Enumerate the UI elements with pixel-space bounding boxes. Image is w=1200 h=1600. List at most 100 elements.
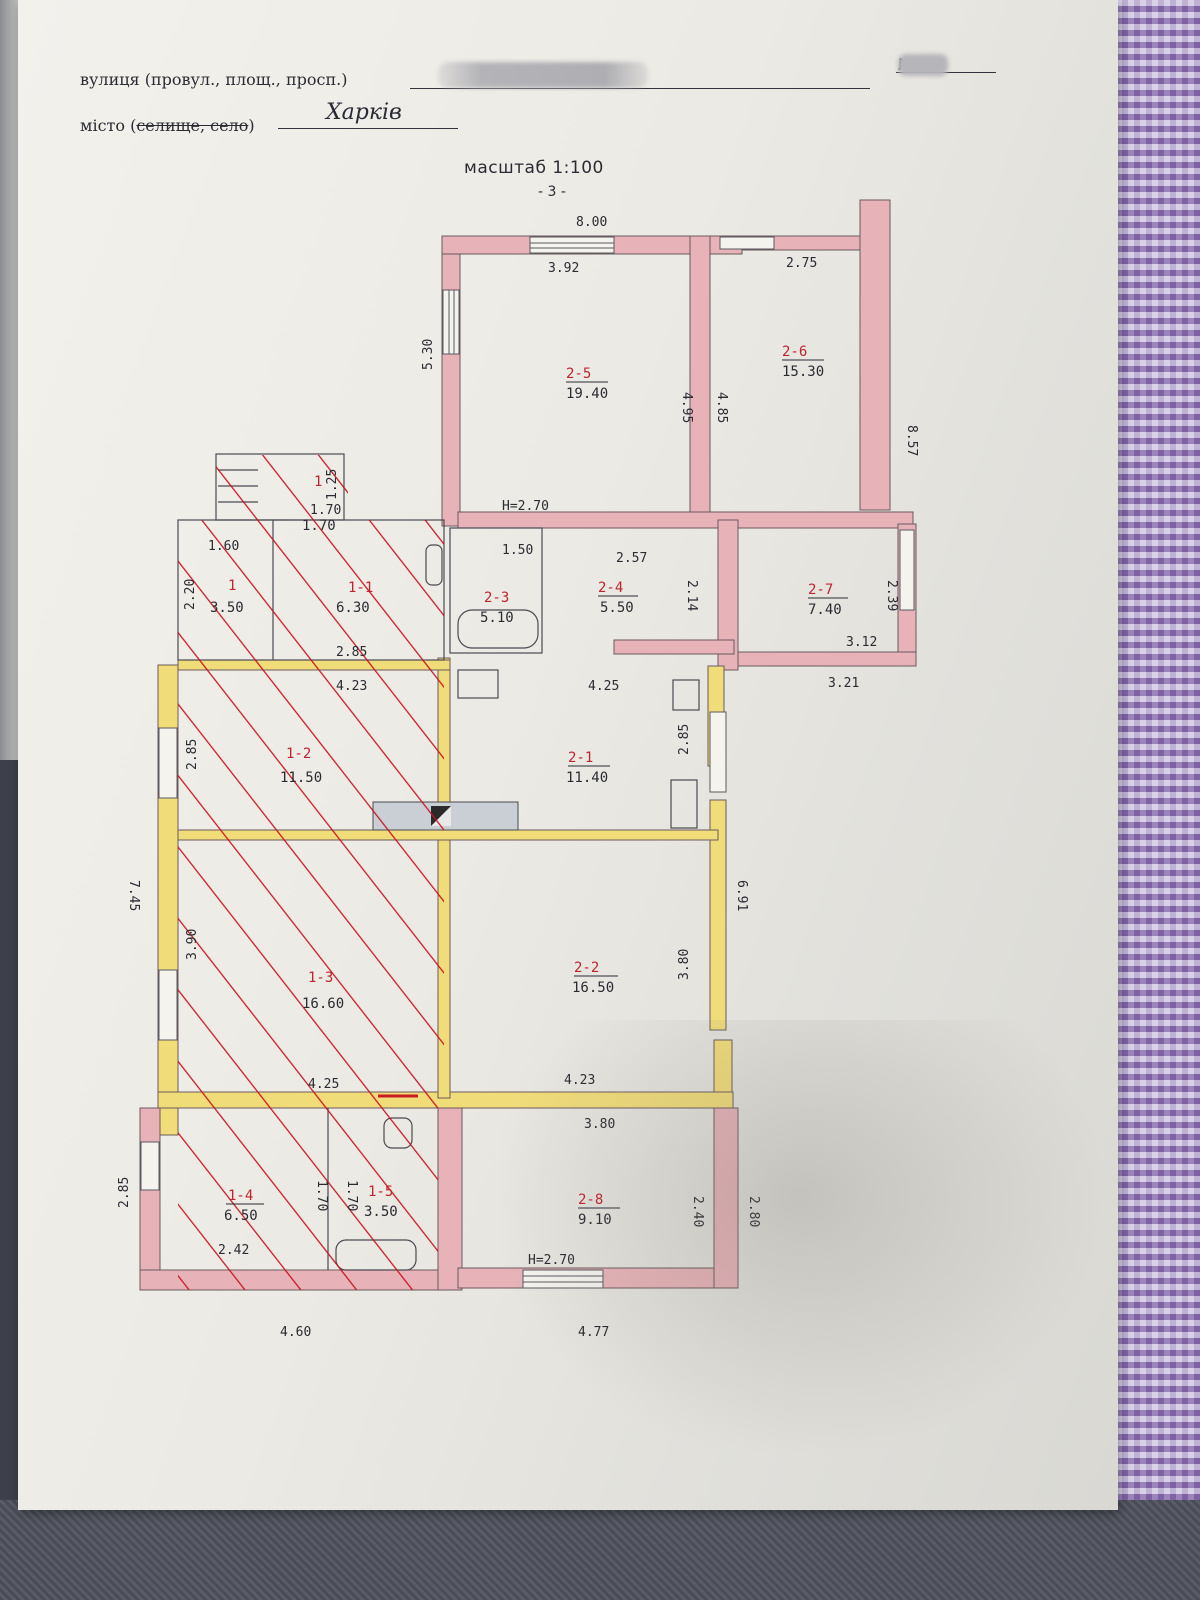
dim-top-total: 8.00 (576, 215, 607, 230)
svg-text:3.50: 3.50 (210, 600, 244, 616)
city-line (278, 128, 458, 129)
wall-lower-left (139, 1107, 161, 1289)
dim-r23-w: 1.50 (502, 543, 533, 558)
scale-label: масштаб 1:100 (464, 158, 604, 178)
wall-upper-bottom (457, 511, 914, 529)
street-label: вулиця (провул., площ., просп.) (80, 70, 348, 89)
floor-plan: 8.00 3.92 2.75 5.30 4.95 4.85 8.57 H=2.7… (117, 199, 919, 1340)
hatched-area (178, 455, 444, 1290)
svg-text:1-1: 1-1 (348, 580, 373, 596)
wall-upper-mid (689, 235, 711, 523)
wall-r24-r27 (717, 519, 739, 671)
room-2-2: 2-2 16.50 (572, 960, 618, 996)
dim-left-upper: 5.30 (421, 339, 436, 370)
svg-text:2-1: 2-1 (568, 750, 593, 766)
dim-r12-w: 4.23 (336, 679, 367, 694)
wall-right-yellow-b (709, 799, 727, 1031)
svg-text:1: 1 (314, 474, 322, 490)
city-label-end: ) (248, 116, 255, 135)
city-label-start: місто ( (80, 116, 137, 135)
city-value: Харків (326, 100, 402, 125)
svg-text:6.50: 6.50 (224, 1208, 258, 1224)
svg-text:2-6: 2-6 (782, 344, 807, 360)
street-line (410, 88, 870, 89)
window-r26 (719, 236, 775, 250)
window-r13 (158, 969, 178, 1041)
dim-r21-h: 2.85 (677, 724, 692, 755)
dim-right-bottom: 2.80 (746, 1196, 761, 1227)
wall-upper-left (441, 235, 461, 527)
wall-lower-right (713, 1107, 739, 1289)
dim-right-mid: 6.91 (734, 880, 749, 911)
dim-r24-w: 2.57 (616, 551, 647, 566)
dim-r25-height: 4.95 (679, 392, 694, 423)
dim-r28-w: 3.80 (584, 1117, 615, 1132)
radiator-icon (457, 669, 499, 699)
windows-lower (140, 711, 727, 1289)
dim-porch-w: 1.60 (208, 539, 239, 554)
svg-text:15.30: 15.30 (782, 364, 824, 380)
dim-ceiling-bottom: H=2.70 (528, 1253, 575, 1268)
city-label: місто (селище, село) (80, 116, 255, 135)
room-1-3: 1-3 16.60 (302, 970, 344, 1012)
dim-r24-h: 2.14 (684, 580, 699, 611)
dim-r14-side: 1.70 (314, 1180, 329, 1211)
room-2-6: 2-6 15.30 (782, 344, 824, 380)
svg-text:16.60: 16.60 (302, 996, 344, 1012)
room-1-2: 1-2 11.50 (280, 746, 322, 786)
svg-text:2-3: 2-3 (484, 590, 509, 606)
room-2-5: 2-5 19.40 (566, 366, 608, 402)
svg-text:11.40: 11.40 (566, 770, 608, 786)
dim-r25-width: 3.92 (548, 261, 579, 276)
wall-r27-bottom (737, 651, 917, 667)
svg-text:2-4: 2-4 (598, 580, 623, 596)
dim-r22-w: 4.23 (564, 1073, 595, 1088)
room-1-1: 1-1 6.30 (336, 580, 373, 616)
dim-r12-h: 2.85 (185, 739, 200, 770)
svg-text:2-7: 2-7 (808, 582, 833, 598)
room-1-porch: 1 3.50 (210, 578, 244, 616)
cooker-icon (670, 779, 698, 829)
bathtub-icon (457, 609, 539, 649)
dim-r27-w: 3.12 (846, 635, 877, 650)
window-r21 (709, 711, 727, 793)
svg-text:2-8: 2-8 (578, 1192, 603, 1208)
dim-left-total: 7.45 (126, 880, 141, 911)
wall-r24-bottom (613, 639, 735, 655)
svg-text:1.70: 1.70 (302, 518, 336, 534)
svg-text:11.50: 11.50 (280, 770, 322, 786)
number-redaction (898, 54, 948, 76)
window-r27 (899, 529, 915, 611)
window-r28 (522, 1269, 604, 1289)
dim-ceiling-top: H=2.70 (502, 499, 549, 514)
room-2-7: 2-7 7.40 (808, 582, 848, 618)
wall-lower-mid (437, 1107, 463, 1291)
dim-stair-w: 1.70 (310, 503, 341, 518)
svg-text:19.40: 19.40 (566, 386, 608, 402)
svg-text:1-5: 1-5 (368, 1184, 393, 1200)
dim-r13-w: 4.25 (308, 1077, 339, 1092)
city-label-struck: селище, село (136, 116, 249, 135)
dim-bottom-right: 4.77 (578, 1325, 609, 1340)
window-r12 (158, 727, 178, 799)
dim-porch-h: 2.20 (183, 579, 198, 610)
room-2-4: 2-4 5.50 (598, 580, 638, 616)
svg-text:1: 1 (228, 578, 236, 594)
svg-text:5.10: 5.10 (480, 610, 514, 626)
svg-text:2-2: 2-2 (574, 960, 599, 976)
window-r14 (140, 1141, 160, 1191)
svg-text:1-2: 1-2 (286, 746, 311, 762)
svg-text:7.40: 7.40 (808, 602, 842, 618)
dim-r21-w: 4.25 (588, 679, 619, 694)
walls-upper (441, 199, 917, 671)
dim-bottom-left: 4.60 (280, 1325, 311, 1340)
svg-text:3.50: 3.50 (364, 1204, 398, 1220)
windows-upper (442, 236, 915, 611)
window-r25 (529, 236, 615, 254)
dim-r14-w: 2.42 (218, 1243, 249, 1258)
sheet-number: - 3 - (538, 184, 566, 200)
svg-text:1-3: 1-3 (308, 970, 333, 986)
dim-r15-h: 1.70 (344, 1180, 359, 1211)
svg-text:5.50: 5.50 (600, 600, 634, 616)
room-1-stair: 1 1.70 (302, 474, 336, 534)
